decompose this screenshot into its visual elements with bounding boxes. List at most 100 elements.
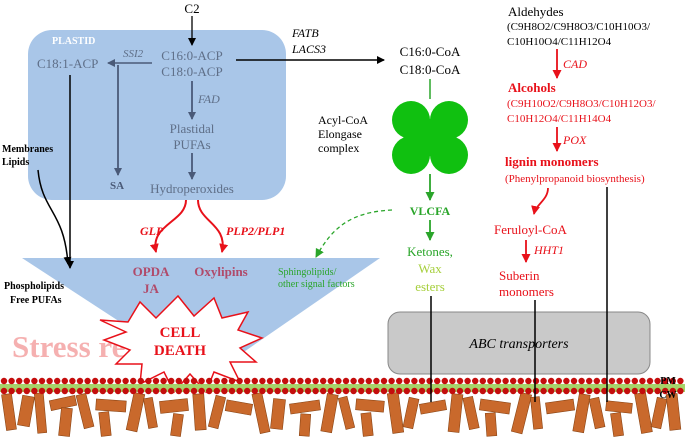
membrane-bead	[654, 377, 661, 385]
membrane-bead	[335, 377, 342, 385]
membrane-bead	[137, 387, 144, 395]
membrane-bead	[282, 387, 289, 395]
cell-label: CELL	[160, 325, 201, 341]
membrane-bead	[411, 377, 418, 385]
glp-arrow	[149, 199, 187, 253]
membrane-bead	[122, 377, 129, 385]
membrane-bead	[388, 377, 395, 385]
membranes-label: Membranes	[2, 144, 53, 155]
membrane-bead	[586, 377, 593, 385]
membrane-bead	[456, 377, 464, 385]
membrane-bead	[335, 387, 342, 395]
membrane-bead	[677, 377, 684, 385]
pufas-label: PUFAs	[173, 137, 210, 152]
membrane-bead	[152, 387, 160, 395]
membrane-bead	[669, 387, 676, 395]
membrane-bead	[175, 387, 182, 395]
c18-1-acp-label: C18:1-ACP	[37, 56, 98, 71]
membrane-bead	[16, 387, 23, 395]
membrane-bead	[532, 377, 540, 385]
membrane-bead	[107, 377, 114, 385]
vlcfa-label: VLCFA	[410, 204, 451, 218]
plp-label: PLP2/PLP1	[226, 224, 285, 238]
membrane-bead	[624, 377, 631, 385]
membrane-bead	[411, 387, 418, 395]
plastidal-label: Plastidal	[170, 121, 215, 136]
membrane-bead	[228, 377, 236, 385]
c16-acp-label: C16:0-ACP	[161, 48, 222, 63]
lignin-monomers-label: lignin monomers	[505, 154, 599, 169]
membrane-bead	[198, 387, 205, 395]
membrane-bead	[487, 377, 494, 385]
membrane-bead	[570, 377, 578, 385]
membrane-bead	[593, 387, 600, 395]
membrane-bead	[31, 377, 38, 385]
membrane-bead	[206, 387, 213, 395]
membrane-bead	[418, 387, 426, 395]
membrane-bead	[168, 377, 175, 385]
membrane-bead	[479, 377, 486, 385]
membrane-bead	[0, 387, 8, 395]
membrane-bead	[396, 377, 403, 385]
membrane-bead	[0, 377, 8, 385]
pm-label: PM	[660, 376, 676, 387]
membrane-bead	[244, 377, 251, 385]
membrane-bead	[616, 387, 623, 395]
membrane-bead	[31, 387, 38, 395]
plasma-membrane	[0, 377, 684, 395]
lacs3-label: LACS3	[291, 42, 326, 56]
membrane-bead	[418, 377, 426, 385]
membrane-bead	[152, 377, 160, 385]
membrane-bead	[646, 377, 654, 385]
membrane-bead	[677, 387, 684, 395]
membrane-bead	[472, 377, 479, 385]
opda-label: OPDA	[133, 264, 170, 279]
membrane-bead	[122, 387, 129, 395]
membrane-bead	[130, 377, 137, 385]
membrane-bead	[449, 377, 456, 385]
membrane-bead	[669, 377, 676, 385]
alcohol-formulas-line-1: (C9H10O2/C9H8O3/C10H12O3/	[507, 98, 656, 110]
glp-label: GLP	[140, 224, 164, 238]
membrane-bead	[327, 377, 334, 385]
membranes-arrow	[37, 169, 72, 265]
membrane-bead	[646, 387, 654, 395]
membrane-bead	[221, 387, 228, 395]
membrane-bead	[578, 377, 585, 385]
membrane-bead	[145, 377, 152, 385]
membrane-bead	[266, 387, 274, 395]
membrane-bead	[137, 377, 144, 385]
free-pufas-label: Free PUFAs	[10, 295, 62, 306]
membrane-bead	[426, 377, 433, 385]
membrane-band	[0, 384, 685, 392]
membrane-bead	[54, 387, 61, 395]
membrane-bead	[540, 377, 547, 385]
membrane-bead	[502, 377, 509, 385]
membrane-bead	[494, 387, 502, 395]
membrane-bead	[8, 387, 15, 395]
membrane-bead	[350, 377, 357, 385]
membrane-bead	[456, 387, 464, 395]
feruloyl-coa-label: Feruloyl-CoA	[494, 222, 568, 237]
cw-label: CW	[659, 390, 676, 401]
membrane-bead	[373, 377, 380, 385]
membrane-bead	[342, 387, 350, 395]
membrane-bead	[624, 387, 631, 395]
sa-label: SA	[110, 180, 124, 192]
membrane-bead	[259, 377, 266, 385]
abc-transporters-box	[387, 311, 651, 375]
membrane-bead	[434, 387, 441, 395]
membrane-bead	[525, 387, 532, 395]
membrane-bead	[114, 377, 122, 385]
membrane-bead	[593, 377, 600, 385]
membrane-bead	[616, 377, 623, 385]
membrane-bead	[289, 377, 296, 385]
membrane-bead	[358, 377, 365, 385]
membrane-bead	[46, 387, 53, 395]
membrane-bead	[555, 387, 562, 395]
plp-arrow	[197, 199, 229, 253]
membrane-bead	[555, 377, 562, 385]
membrane-bead	[380, 387, 388, 395]
membrane-bead	[517, 377, 524, 385]
membrane-bead	[312, 377, 319, 385]
